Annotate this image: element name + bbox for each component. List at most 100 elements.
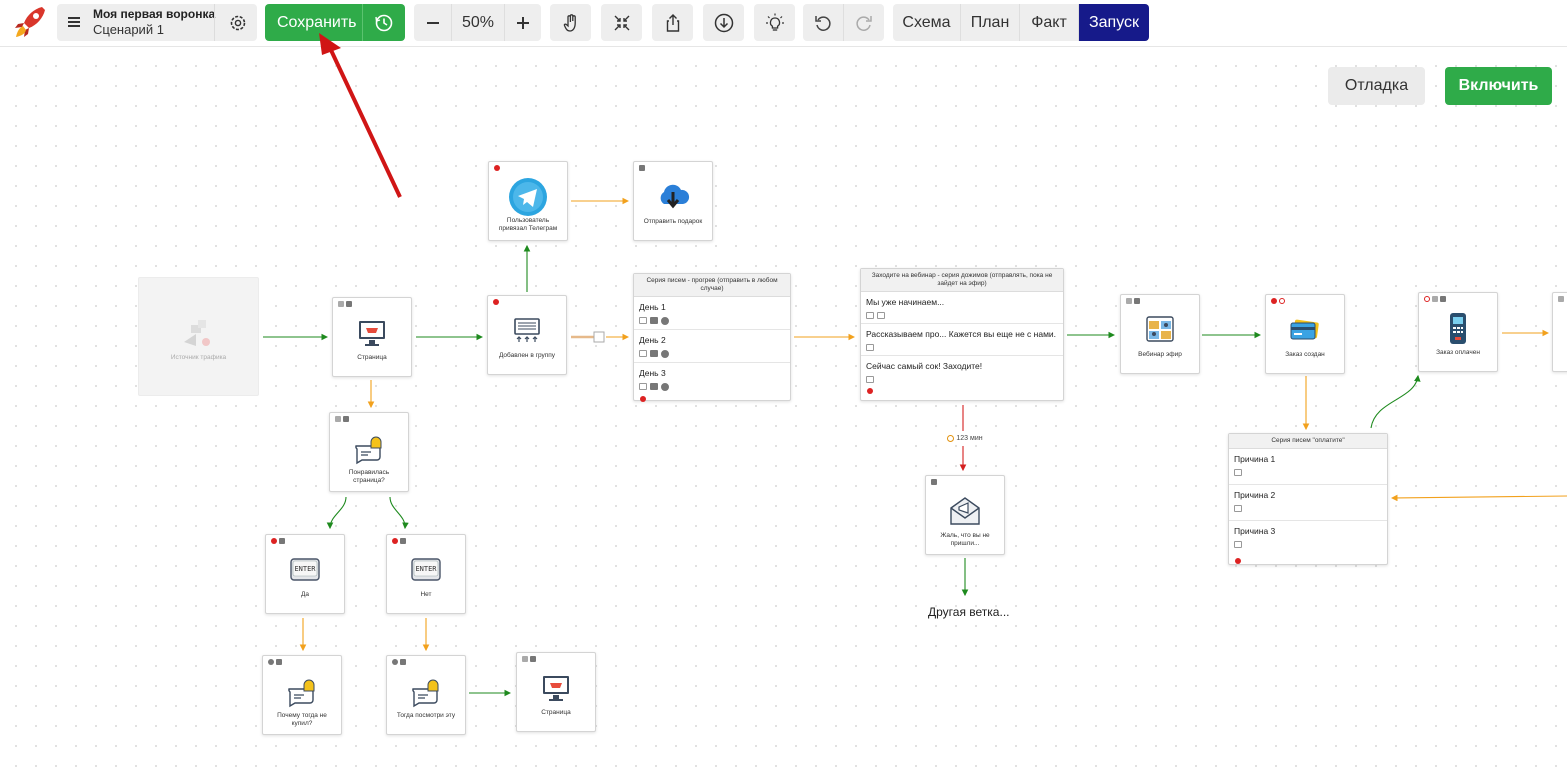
- webinar-live-node[interactable]: Вебинар эфир: [1120, 294, 1200, 374]
- series-title: Заходите на вебинар - серия дожимов (отп…: [861, 269, 1063, 292]
- tab-launch[interactable]: Запуск: [1078, 4, 1149, 41]
- series-item[interactable]: Рассказываем про... Кажется вы еще не с …: [861, 324, 1063, 356]
- annotation-arrow: [328, 47, 402, 198]
- series-item[interactable]: Причина 1: [1229, 449, 1387, 485]
- telegram-node[interactable]: Пользователь привязал Телеграм: [488, 161, 568, 241]
- zoom-in-icon[interactable]: [504, 4, 541, 41]
- tab-fact[interactable]: Факт: [1019, 4, 1078, 41]
- funnel-menu[interactable]: Моя первая воронка Сценарий 1: [57, 4, 257, 41]
- tab-plan[interactable]: План: [960, 4, 1019, 41]
- page-node[interactable]: Страница: [332, 297, 412, 377]
- channel-icons: [1234, 469, 1382, 476]
- history-controls: [803, 4, 884, 41]
- node-caption: Тогда посмотри эту: [396, 712, 456, 719]
- node-caption: Отправить подарок: [643, 218, 703, 225]
- channel-icons: [866, 344, 1058, 351]
- node-caption: Да: [300, 591, 310, 598]
- added-to-group-node[interactable]: Добавлен в группу: [487, 295, 567, 375]
- download-icon[interactable]: [703, 4, 744, 41]
- series-item[interactable]: Сейчас самый сок! Заходите!: [861, 356, 1063, 387]
- series-item[interactable]: Причина 2: [1229, 485, 1387, 521]
- traffic-source-node[interactable]: Источник трафика: [138, 277, 259, 396]
- series-item-label: Рассказываем про... Кажется вы еще не с …: [866, 329, 1057, 339]
- warmup-series[interactable]: Серия писем - прогрев (отправить в любом…: [633, 273, 791, 404]
- link[interactable]: [1370, 374, 1421, 429]
- link-handle[interactable]: [593, 331, 605, 343]
- node-caption: Заказ оплачен: [1436, 349, 1480, 356]
- debug-button[interactable]: Отладка: [1328, 67, 1425, 105]
- order-paid-node[interactable]: Заказ оплачен: [1418, 292, 1498, 372]
- series-footer: [634, 395, 790, 404]
- save-button[interactable]: Сохранить: [265, 4, 405, 41]
- gear-icon[interactable]: [227, 12, 249, 34]
- node-badges: [931, 479, 937, 487]
- series-item-label: Причина 2: [1234, 490, 1276, 500]
- delay-badge[interactable]: 123 мин: [943, 432, 987, 445]
- delay-label: 123 мин: [956, 435, 983, 442]
- no-node[interactable]: ENTER Нет: [386, 534, 466, 614]
- cloud-download-icon: [660, 184, 690, 209]
- link[interactable]: [326, 496, 347, 530]
- lightbulb-icon[interactable]: [754, 4, 795, 41]
- liked-page-node[interactable]: Понравилась страница?: [329, 412, 409, 492]
- order-created-node[interactable]: Заказ создан: [1265, 294, 1345, 374]
- series-item[interactable]: Причина 3: [1229, 521, 1387, 557]
- rocket-logo-icon[interactable]: [12, 4, 48, 40]
- node-badges: [392, 538, 406, 546]
- share-icon[interactable]: [652, 4, 693, 41]
- enable-button[interactable]: Включить: [1445, 67, 1552, 105]
- node-caption: Понравилась страница?: [348, 469, 390, 484]
- channel-icons: [1234, 505, 1382, 512]
- node-caption: Заказ создан: [1285, 351, 1325, 358]
- message-bell-icon: [355, 436, 382, 465]
- series-item-label: Причина 3: [1234, 526, 1276, 536]
- undo-icon[interactable]: [803, 4, 843, 41]
- divider: [362, 4, 363, 41]
- envelope-megaphone-icon: [950, 497, 980, 525]
- svg-text:ENTER: ENTER: [294, 565, 316, 573]
- next-node-partial[interactable]: [1552, 292, 1567, 372]
- redo-icon[interactable]: [843, 4, 884, 41]
- hand-icon[interactable]: [550, 4, 591, 41]
- then-see-this-node[interactable]: Тогда посмотри эту: [386, 655, 466, 735]
- page-node-2[interactable]: Страница: [516, 652, 596, 732]
- node-badges: [494, 165, 500, 173]
- view-tabs: Схема План Факт Запуск: [893, 4, 1149, 41]
- hamburger-menu-icon[interactable]: [66, 14, 82, 35]
- node-caption: Пользователь привязал Телеграм: [498, 217, 558, 232]
- clock-icon: [947, 435, 955, 442]
- webinar-series[interactable]: Заходите на вебинар - серия дожимов (отп…: [860, 268, 1064, 401]
- sorry-missed-node[interactable]: Жаль, что вы не пришли...: [925, 475, 1005, 555]
- pay-series[interactable]: Серия писем "оплатите" Причина 1 Причина…: [1228, 433, 1388, 565]
- node-caption: Добавлен в группу: [498, 352, 556, 359]
- node-badges: [1271, 298, 1285, 306]
- send-gift-node[interactable]: Отправить подарок: [633, 161, 713, 241]
- zoom-control: 50%: [414, 4, 541, 41]
- history-icon[interactable]: [373, 12, 395, 39]
- fit-icon[interactable]: [601, 4, 642, 41]
- why-not-buy-node[interactable]: Почему тогда не купил?: [262, 655, 342, 735]
- node-caption: Страница: [357, 354, 387, 361]
- funnel-title: Моя первая воронка: [93, 7, 216, 21]
- yes-node[interactable]: ENTER Да: [265, 534, 345, 614]
- link[interactable]: [389, 496, 409, 530]
- node-badges: [392, 659, 406, 667]
- channel-icons: [639, 383, 785, 391]
- node-badges: [271, 538, 285, 546]
- series-item-label: День 1: [639, 302, 666, 312]
- series-item[interactable]: День 1: [634, 297, 790, 330]
- channel-icons: [866, 312, 1058, 319]
- webinar-icon: [1146, 316, 1174, 342]
- node-badges: [522, 656, 536, 664]
- series-title: Серия писем - прогрев (отправить в любом…: [634, 274, 790, 297]
- link[interactable]: [1390, 494, 1567, 502]
- node-caption: Нет: [420, 591, 432, 598]
- series-item[interactable]: Мы уже начинаем...: [861, 292, 1063, 324]
- series-item[interactable]: День 3: [634, 363, 790, 395]
- series-item[interactable]: День 2: [634, 330, 790, 363]
- node-badges: [338, 301, 352, 309]
- tab-scheme[interactable]: Схема: [902, 13, 951, 31]
- node-badges: [1424, 296, 1446, 304]
- zoom-out-icon[interactable]: [414, 4, 451, 41]
